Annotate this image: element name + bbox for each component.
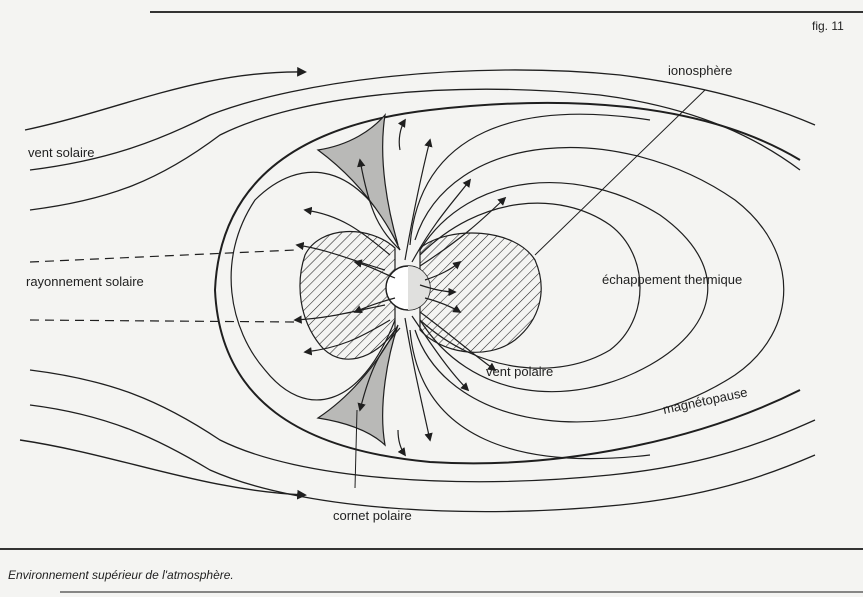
figure-caption: Environnement supérieur de l'atmosphère. [8,568,234,582]
earth [386,266,430,310]
label-thermal-escape: échappement thermique [602,272,742,287]
label-magnetopause: magnétopause [662,384,749,417]
ionosphere-lobe-left [300,232,395,360]
label-ionosphere: ionosphère [668,63,732,78]
solar-wind-arrow-top [25,72,305,130]
ionosphere-lobe-right [420,233,541,352]
figure-number: fig. 11 [812,19,844,33]
label-solar-radiation: rayonnement solaire [26,274,144,289]
label-polar-wind: vent polaire [486,364,553,379]
label-polar-cusp: cornet polaire [333,508,412,523]
solar-wind-arrow-bottom [20,440,305,495]
label-solar-wind: vent solaire [28,145,94,160]
